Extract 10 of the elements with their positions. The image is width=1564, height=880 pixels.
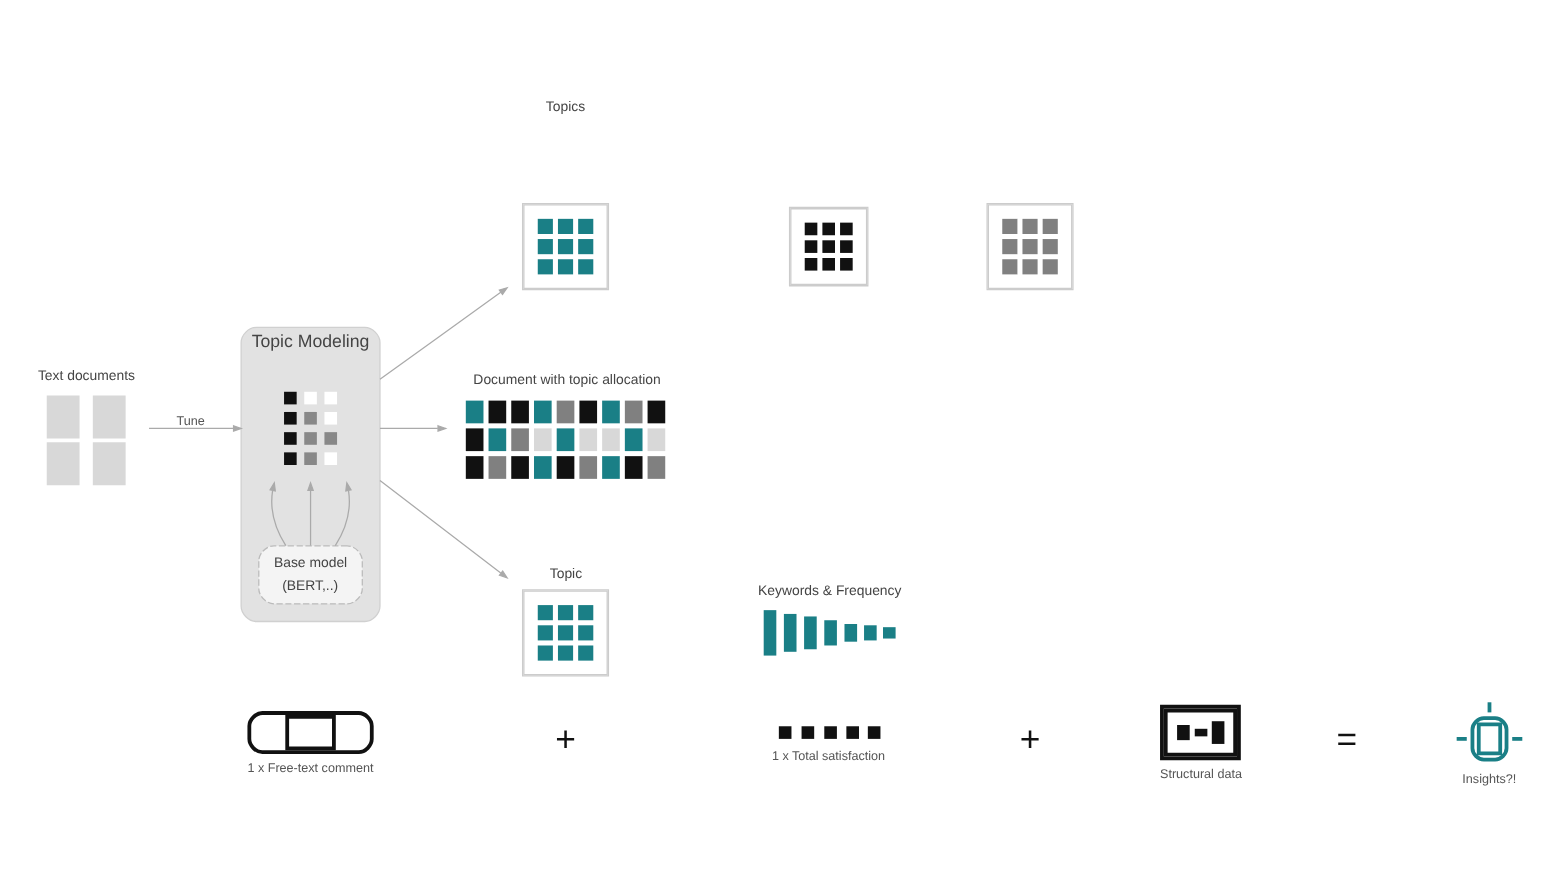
arrow xyxy=(269,480,287,546)
arrow xyxy=(307,479,315,546)
arrow xyxy=(334,480,352,546)
arrow xyxy=(148,423,244,431)
label: + xyxy=(555,718,576,759)
label: + xyxy=(1019,718,1041,759)
arrow xyxy=(379,285,509,379)
label: = xyxy=(1336,718,1358,759)
arrow xyxy=(379,478,509,578)
arrow xyxy=(379,423,448,431)
